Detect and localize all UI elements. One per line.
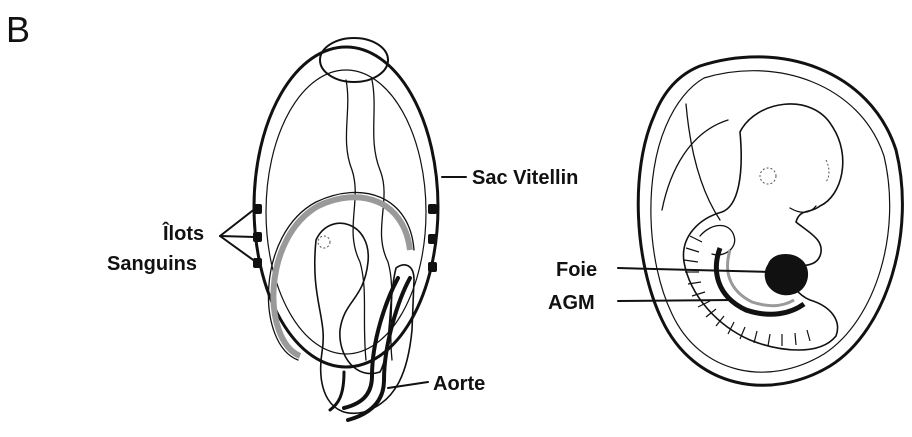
leader-aorta bbox=[388, 382, 428, 388]
right-amnion-fold bbox=[662, 104, 728, 220]
label-blood-islands-line2: Sanguins bbox=[107, 253, 197, 275]
left-embryo: Îlots Sanguins Sac Vitellin Aorte bbox=[107, 38, 578, 420]
label-liver: Foie bbox=[556, 259, 597, 281]
otic-vesicle bbox=[318, 236, 330, 248]
right-yolk-sac-outline bbox=[638, 57, 902, 385]
ectoplacental-cone bbox=[320, 38, 388, 82]
label-yolk-sac: Sac Vitellin bbox=[472, 167, 578, 189]
blood-island-r1 bbox=[428, 204, 437, 214]
blood-island-l3 bbox=[253, 258, 262, 268]
yolk-sac-outline bbox=[254, 47, 438, 367]
leader-blood-islands-1 bbox=[220, 208, 256, 236]
amnion-fold-left bbox=[346, 80, 366, 360]
leader-blood-islands-3 bbox=[220, 236, 256, 262]
leader-agm bbox=[618, 300, 732, 301]
liver bbox=[765, 254, 808, 295]
label-agm: AGM bbox=[548, 292, 595, 314]
dorsal-aorta-2 bbox=[348, 278, 410, 420]
leader-blood-islands-2 bbox=[220, 236, 256, 237]
blood-island-r3 bbox=[428, 262, 437, 272]
panel-letter: B bbox=[6, 9, 30, 50]
right-otic-vesicle bbox=[760, 168, 776, 184]
right-eye-placode bbox=[826, 160, 829, 182]
right-limb-bud bbox=[790, 206, 816, 212]
label-blood-islands-line1: Îlots bbox=[162, 221, 204, 245]
label-aorta: Aorte bbox=[433, 373, 485, 395]
right-embryo: Foie AGM bbox=[548, 57, 902, 385]
blood-island-r2 bbox=[428, 234, 437, 244]
